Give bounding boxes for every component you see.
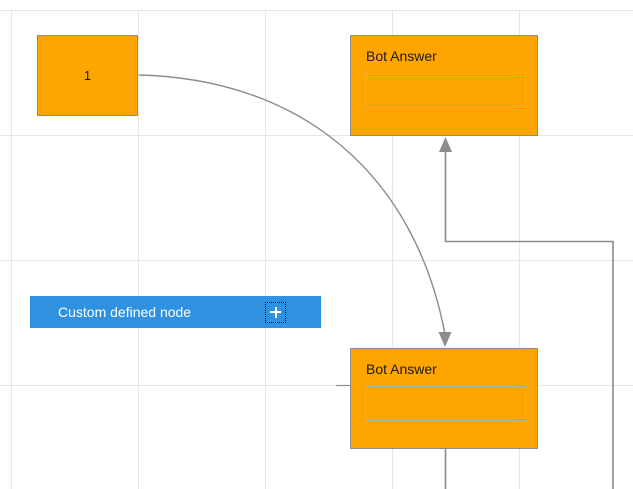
curved-edge-start-to-bot-bottom[interactable] [138,74,452,347]
bot-answer-title: Bot Answer [366,48,437,64]
custom-defined-node-item[interactable]: Custom defined node [30,296,321,328]
plus-icon[interactable] [265,301,286,323]
bot-answer-node-bottom[interactable]: Bot Answer [350,348,538,449]
bot-answer-title: Bot Answer [366,361,437,377]
bot-answer-text-field[interactable] [365,73,526,109]
orthogonal-edge-to-bot-top[interactable] [439,137,614,489]
start-node-label: 1 [83,68,92,83]
bot-answer-text-field[interactable] [365,386,526,422]
start-node[interactable]: 1 [37,35,138,116]
bot-answer-node-top[interactable]: Bot Answer [350,35,538,136]
custom-defined-node-label: Custom defined node [58,304,192,320]
